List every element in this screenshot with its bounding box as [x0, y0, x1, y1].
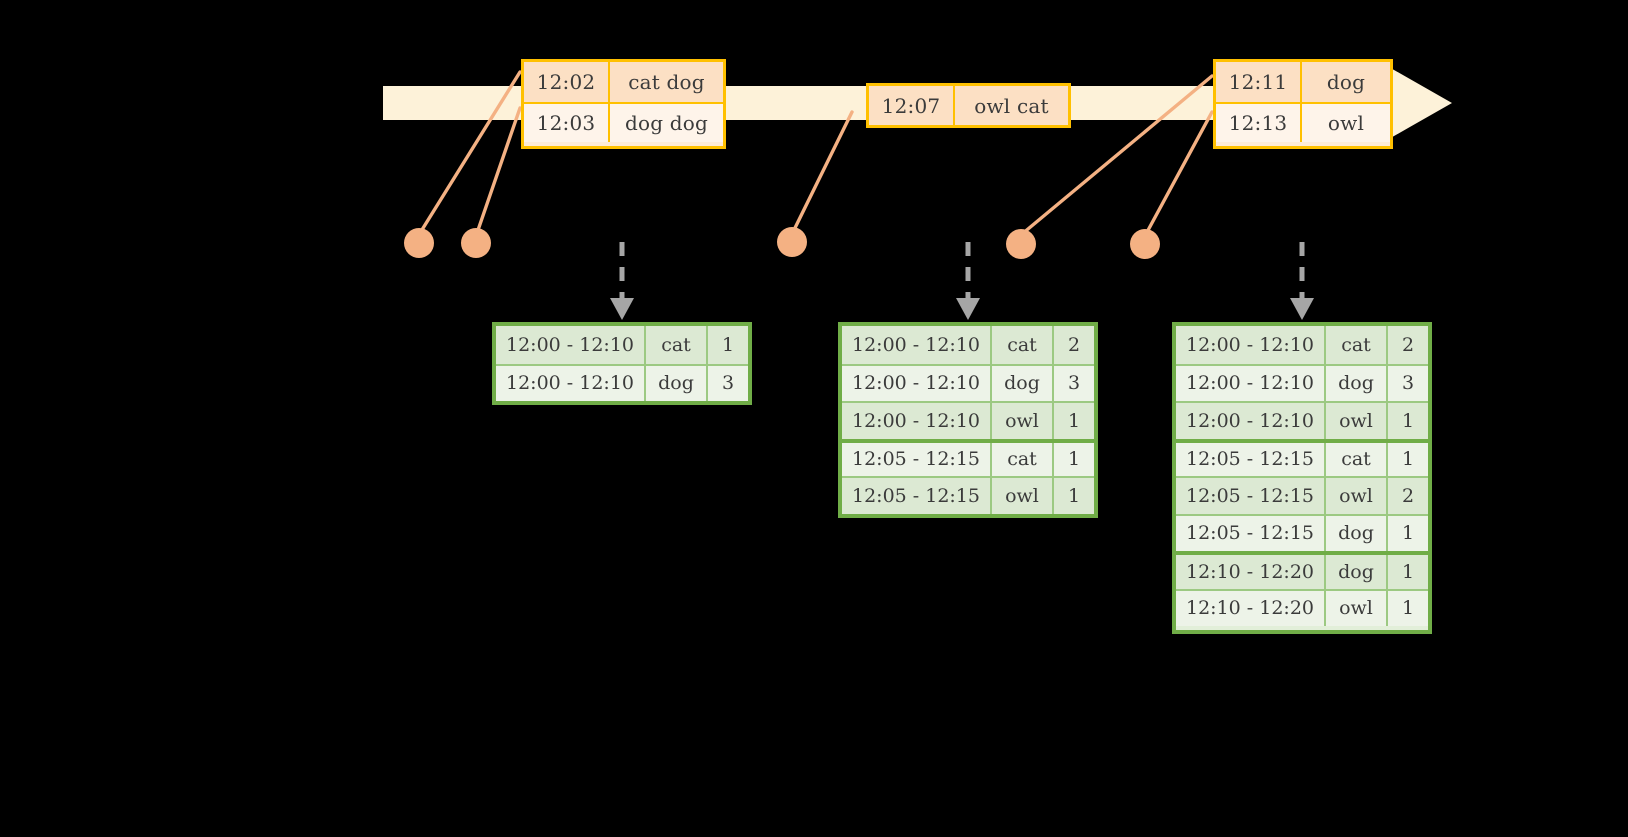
event-row: 12:02 cat dog [524, 62, 723, 102]
window-cell: 12:00 - 12:10 [496, 326, 646, 364]
window-cell: 12:00 - 12:10 [842, 326, 992, 364]
key-cell: cat [1326, 326, 1388, 364]
window-cell: 12:00 - 12:10 [1176, 403, 1326, 439]
event-time: 12:07 [869, 86, 955, 125]
window-cell: 12:05 - 12:15 [1176, 515, 1326, 551]
event-box-group-3[interactable]: 12:11 dog 12:13 owl [1213, 59, 1393, 149]
key-cell: dog [1326, 555, 1388, 589]
key-cell: owl [992, 478, 1054, 514]
key-cell: owl [1326, 403, 1388, 439]
event-dot-1 [404, 228, 434, 258]
key-cell: cat [646, 326, 708, 364]
key-cell: cat [992, 442, 1054, 476]
key-cell: dog [1326, 365, 1388, 401]
event-box-group-1[interactable]: 12:02 cat dog 12:03 dog dog [521, 59, 726, 149]
key-cell: dog [1326, 515, 1388, 551]
count-cell: 2 [1401, 333, 1415, 356]
dashed-arrow-head-3 [1290, 298, 1314, 320]
table-row: 12:10 - 12:20 dog 1 [1176, 551, 1428, 589]
event-value: dog [1326, 70, 1366, 94]
table-row: 12:00 - 12:10 dog 3 [842, 363, 1094, 401]
table-row: 12:00 - 12:10 owl 1 [842, 401, 1094, 439]
table-row: 12:00 - 12:10 cat 2 [1176, 326, 1428, 364]
table-row: 12:10 - 12:20 owl 1 [1176, 588, 1428, 626]
event-dot-4 [1006, 229, 1036, 259]
table-row: 12:05 - 12:15 owl 1 [842, 476, 1094, 514]
event-value: owl [1327, 111, 1365, 135]
result-table-2[interactable]: 12:00 - 12:10 cat 2 12:00 - 12:10 dog 3 … [838, 322, 1098, 518]
key-cell: dog [992, 365, 1054, 401]
connector-line-1 [418, 70, 522, 235]
count-cell: 1 [1067, 448, 1081, 471]
window-cell: 12:00 - 12:10 [1176, 326, 1326, 364]
count-cell: 2 [1067, 333, 1081, 356]
table-row: 12:00 - 12:10 owl 1 [1176, 401, 1428, 439]
table-row: 12:05 - 12:15 cat 1 [842, 438, 1094, 476]
window-cell: 12:05 - 12:15 [1176, 442, 1326, 476]
connector-line-3 [791, 110, 854, 234]
count-cell: 3 [721, 372, 735, 395]
table-row: 12:05 - 12:15 dog 1 [1176, 513, 1428, 551]
table-row: 12:05 - 12:15 cat 1 [1176, 438, 1428, 476]
count-cell: 1 [721, 333, 735, 356]
window-cell: 12:00 - 12:10 [496, 365, 646, 401]
connector-line-2 [475, 106, 522, 235]
table-row: 12:00 - 12:10 dog 3 [496, 363, 748, 401]
count-cell: 1 [1401, 522, 1415, 545]
count-cell: 1 [1401, 409, 1415, 432]
event-dot-3 [777, 227, 807, 257]
event-value: cat dog [628, 70, 705, 94]
result-table-1[interactable]: 12:00 - 12:10 cat 1 12:00 - 12:10 dog 3 [492, 322, 752, 405]
window-cell: 12:05 - 12:15 [1176, 478, 1326, 514]
count-cell: 1 [1401, 448, 1415, 471]
window-cell: 12:00 - 12:10 [842, 403, 992, 439]
key-cell: cat [1326, 442, 1388, 476]
table-row: 12:00 - 12:10 cat 1 [496, 326, 748, 364]
event-row: 12:13 owl [1216, 102, 1390, 142]
table-row: 12:00 - 12:10 cat 2 [842, 326, 1094, 364]
key-cell: dog [646, 365, 708, 401]
event-time: 12:11 [1216, 62, 1302, 102]
key-cell: cat [992, 326, 1054, 364]
count-cell: 1 [1067, 409, 1081, 432]
result-table-3[interactable]: 12:00 - 12:10 cat 2 12:00 - 12:10 dog 3 … [1172, 322, 1432, 634]
dashed-arrow-head-2 [956, 298, 980, 320]
window-cell: 12:10 - 12:20 [1176, 590, 1326, 626]
event-row: 12:07 owl cat [869, 86, 1068, 125]
window-cell: 12:05 - 12:15 [842, 442, 992, 476]
event-row: 12:03 dog dog [524, 102, 723, 142]
event-dot-5 [1130, 229, 1160, 259]
count-cell: 1 [1401, 597, 1415, 620]
event-value: owl cat [974, 93, 1049, 118]
count-cell: 1 [1067, 484, 1081, 507]
count-cell: 2 [1401, 484, 1415, 507]
event-time: 12:13 [1216, 104, 1302, 142]
key-cell: owl [1326, 590, 1388, 626]
event-box-group-2[interactable]: 12:07 owl cat [866, 83, 1071, 128]
window-cell: 12:05 - 12:15 [842, 478, 992, 514]
table-row: 12:00 - 12:10 dog 3 [1176, 363, 1428, 401]
window-cell: 12:10 - 12:20 [1176, 555, 1326, 589]
dashed-arrow-head-1 [610, 298, 634, 320]
key-cell: owl [1326, 478, 1388, 514]
window-cell: 12:00 - 12:10 [842, 365, 992, 401]
count-cell: 3 [1067, 372, 1081, 395]
window-cell: 12:00 - 12:10 [1176, 365, 1326, 401]
event-row: 12:11 dog [1216, 62, 1390, 102]
event-dot-2 [461, 228, 491, 258]
count-cell: 3 [1401, 372, 1415, 395]
key-cell: owl [992, 403, 1054, 439]
event-value: dog dog [624, 111, 709, 135]
count-cell: 1 [1401, 560, 1415, 583]
connector-line-5 [1144, 110, 1214, 236]
event-time: 12:02 [524, 62, 610, 102]
event-time: 12:03 [524, 104, 610, 142]
table-row: 12:05 - 12:15 owl 2 [1176, 476, 1428, 514]
connector-line-4 [1020, 74, 1214, 236]
